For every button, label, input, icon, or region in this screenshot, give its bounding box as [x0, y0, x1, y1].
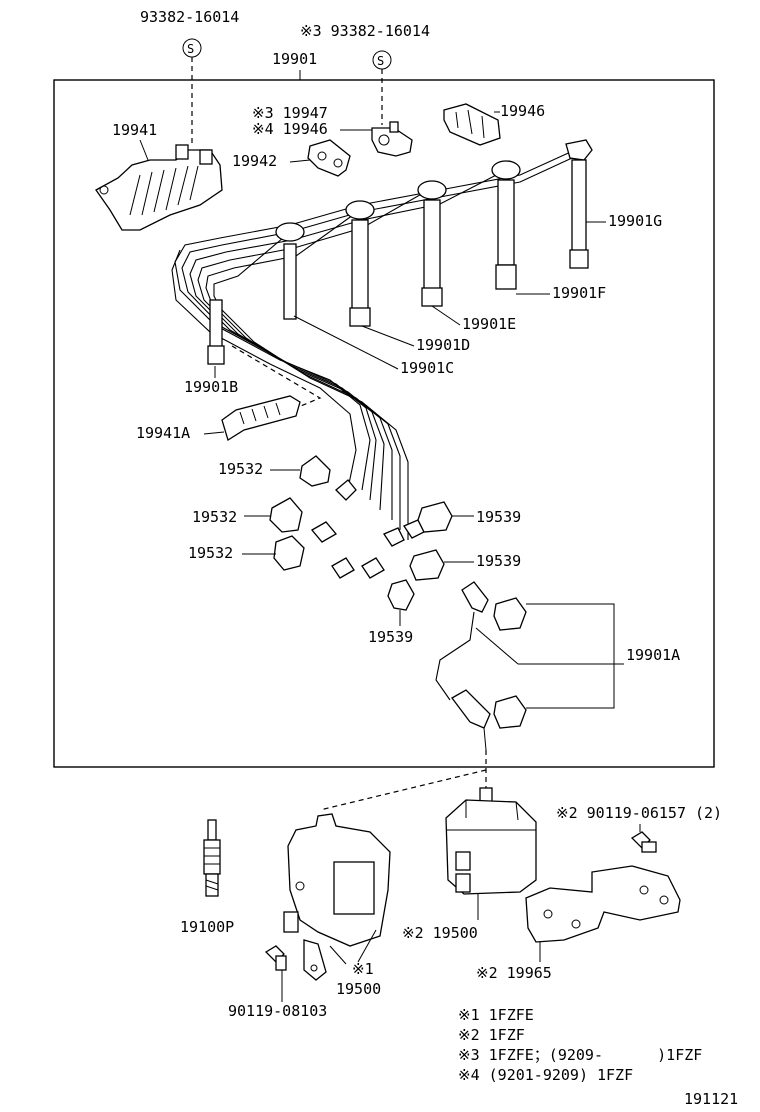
cord-19901d-label: 19901D: [416, 336, 470, 354]
standard-part-s: S: [187, 42, 194, 56]
holder-19539-1-part: [417, 501, 453, 533]
cord-19901b-label: 19901B: [184, 378, 238, 396]
clamp-19947-label: ※3 19947: [252, 104, 328, 122]
cord-19901a-label: 19901A: [626, 646, 680, 664]
bolt-93382-right-label: ※3 93382-16014: [300, 22, 430, 40]
cord-19901e-part: [417, 180, 447, 307]
spark-plug-19100p-part: [203, 819, 221, 897]
cord-19901c-label: 19901C: [400, 359, 454, 377]
clamp-19942-part: [307, 139, 351, 177]
bolt-90119-06157-part: [630, 831, 657, 853]
cord-set-label: 19901: [272, 50, 317, 68]
bolt-93382-left-label: 93382-16014: [140, 8, 239, 26]
cord-19901a-part: [435, 581, 527, 751]
clamp-19941-label: 19941: [112, 121, 157, 139]
cord-set-frame: [53, 79, 715, 768]
clamp-19946-a-label: ※4 19946: [252, 120, 328, 138]
coil-left-note: ※1: [352, 960, 374, 978]
bracket-19965-part: [525, 865, 681, 943]
bolt-90119-08103-part: [264, 945, 287, 971]
cord-19901d-part: [345, 200, 375, 327]
clamp-19946-b-label: 19946: [500, 102, 545, 120]
holder-19539-3-label: 19539: [368, 628, 413, 646]
note-4: ※4 (9201-9209) 1FZF: [458, 1066, 633, 1084]
note-2: ※2 1FZF: [458, 1026, 525, 1044]
ignition-coil-right-part: [445, 787, 537, 895]
cord-19901f-label: 19901F: [552, 284, 606, 302]
clamp-19947-part: [371, 121, 413, 157]
cord-terminals: [311, 479, 425, 579]
cord-19901f-part: [491, 160, 521, 290]
bolt-93382-16014-left: S: [182, 38, 202, 145]
holder-19532-3-label: 19532: [188, 544, 233, 562]
clamp-19946-part: [443, 103, 501, 146]
holder-19532-1-label: 19532: [218, 460, 263, 478]
cord-19901e-label: 19901E: [462, 315, 516, 333]
holder-19539-2-label: 19539: [476, 552, 521, 570]
clamp-19942-label: 19942: [232, 152, 277, 170]
coil-left-label: 19500: [336, 980, 381, 998]
ignition-coil-left-part: [283, 813, 391, 981]
bracket-19965-label: ※2 19965: [476, 964, 552, 982]
holder-19532-2-label: 19532: [192, 508, 237, 526]
figure-number: 191121: [684, 1090, 738, 1108]
coil-right-label: ※2 19500: [402, 924, 478, 942]
cord-19901g-part: [565, 139, 593, 269]
spark-plug-19100p-label: 19100P: [180, 918, 234, 936]
ignition-cord-bundle: [171, 149, 576, 540]
cord-19901c-part: [275, 222, 305, 320]
holder-19532-1-part: [299, 455, 331, 487]
holder-19539-2-part: [409, 549, 445, 581]
bolt-90119-08103-label: 90119-08103: [228, 1002, 327, 1020]
holder-19532-3-part: [273, 535, 305, 571]
clamp-19941a-part: [221, 395, 301, 442]
holder-19532-2-part: [269, 497, 303, 533]
holder-19539-1-label: 19539: [476, 508, 521, 526]
bolt-90119-06157-label: ※2 90119-06157 (2): [556, 804, 722, 822]
cord-19901g-label: 19901G: [608, 212, 662, 230]
clamp-19941-part: [95, 144, 223, 231]
standard-part-s: S: [377, 54, 384, 68]
note-3: ※3 1FZFE；(9209- )1FZF: [458, 1046, 702, 1064]
holder-19539-3-part: [387, 579, 415, 611]
cord-19901b-part: [207, 299, 225, 365]
note-1: ※1 1FZFE: [458, 1006, 534, 1024]
bolt-93382-16014-right: S: [372, 50, 392, 125]
clamp-19941a-label: 19941A: [136, 424, 190, 442]
